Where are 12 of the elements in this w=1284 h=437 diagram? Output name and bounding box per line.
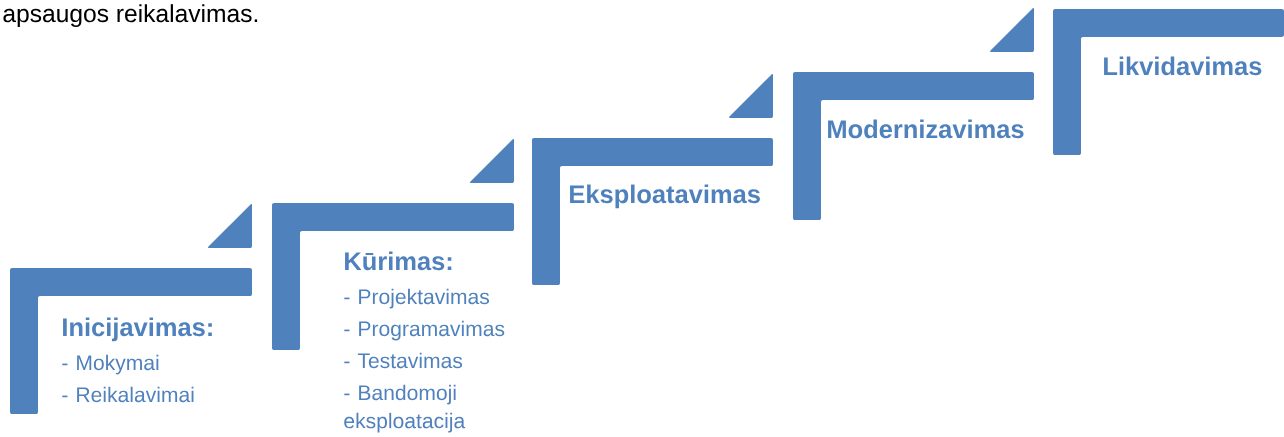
step-heading: Inicijavimas: xyxy=(63,317,212,342)
list-item: - Projektavimas xyxy=(344,288,489,309)
list-item: - Bandomoji eksploatacija xyxy=(344,384,466,433)
step-heading: Eksploatavimas xyxy=(570,184,760,209)
step-heading: Kūrimas: xyxy=(345,251,452,271)
step-heading: Modernizavimas xyxy=(828,119,1024,139)
note-text: apsaugos reikalavimas. xyxy=(3,4,258,28)
list-item: - Programavimas xyxy=(344,320,505,341)
list-item: - Reikalavimai xyxy=(62,386,194,403)
list-item: - Mokymai xyxy=(62,354,159,375)
list-item: - Testavimas xyxy=(344,352,463,369)
step-heading: Likvidavimas xyxy=(1104,56,1262,76)
